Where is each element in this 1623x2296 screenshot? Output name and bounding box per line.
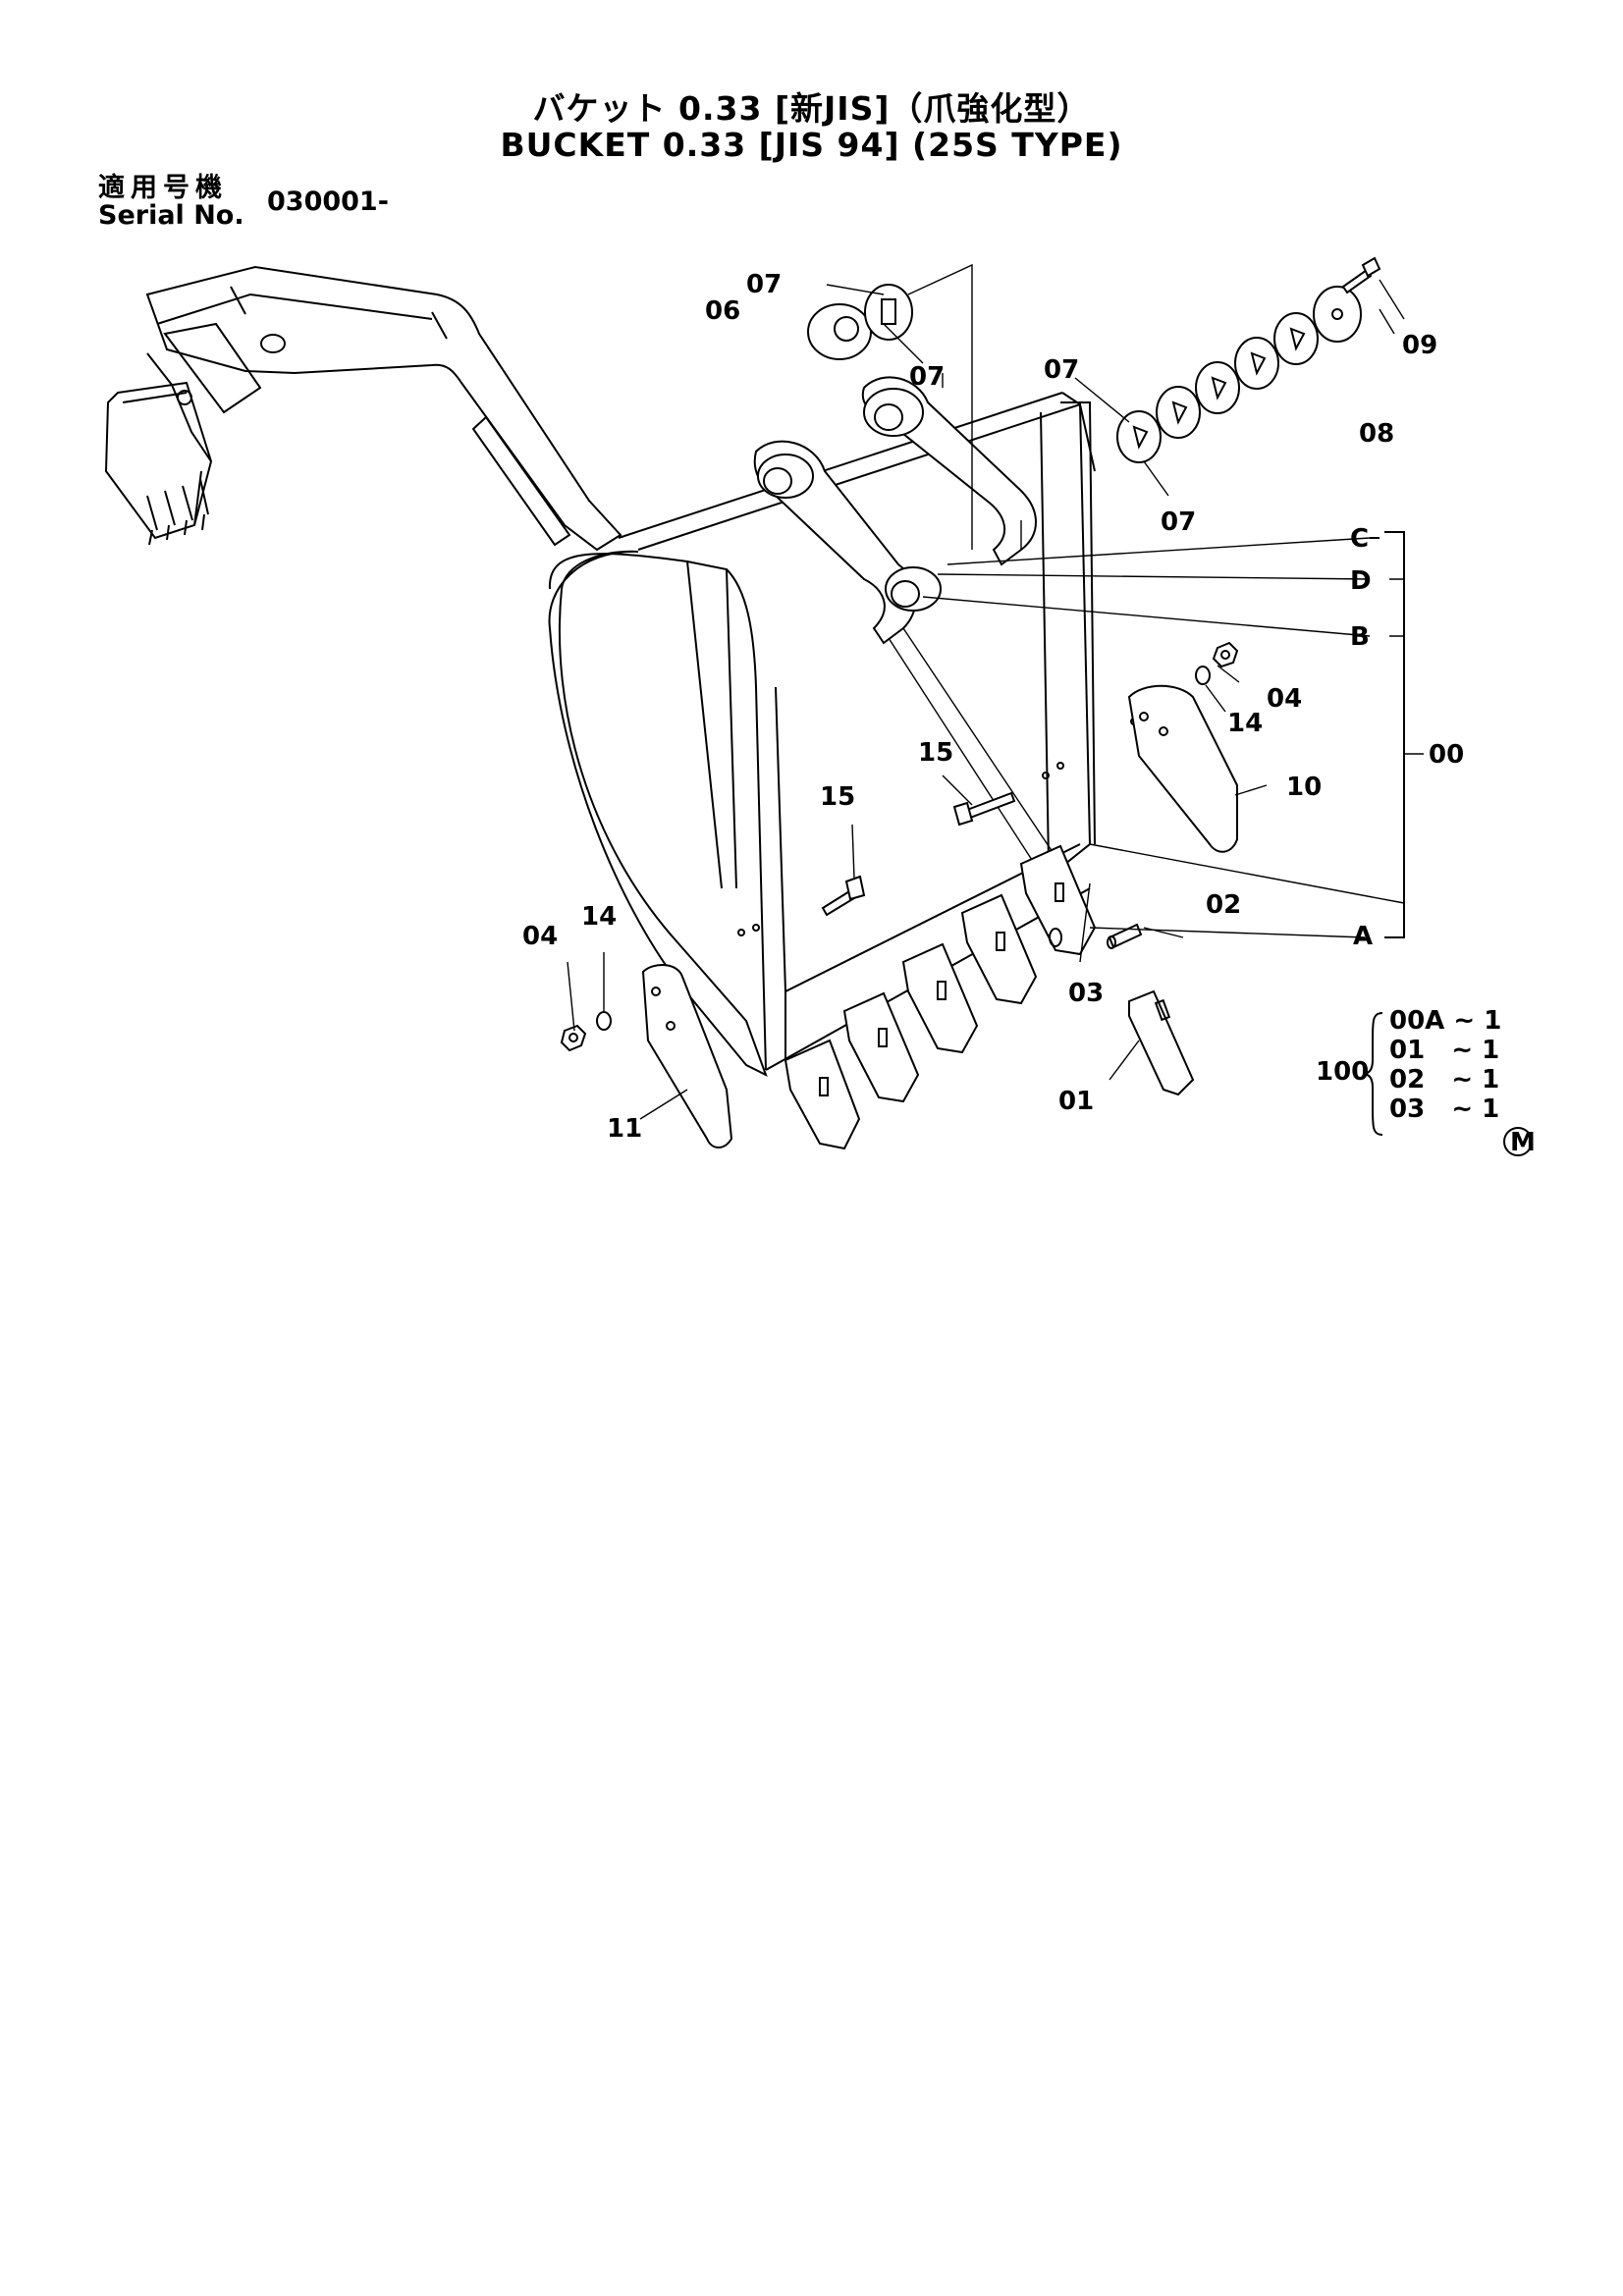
callout-03: 03	[1068, 979, 1104, 1008]
washer-14-left	[596, 1011, 612, 1031]
callout-01: 01	[1058, 1087, 1094, 1116]
callout-07-right: 07	[1044, 355, 1079, 385]
lock-03	[1049, 928, 1062, 947]
serial-label-english: Serial No.	[98, 200, 244, 231]
plate-08	[1313, 286, 1362, 343]
callout-14-right: 14	[1227, 709, 1263, 738]
m-mark-letter: M	[1510, 1128, 1536, 1157]
serial-label-japanese: 適用号機	[98, 173, 228, 203]
callout-ref-a: A	[1353, 922, 1373, 951]
title-japanese: バケット 0.33 [新JIS]（爪強化型）	[532, 89, 1091, 128]
title-english: BUCKET 0.33 [JIS 94] (25S TYPE)	[500, 126, 1123, 164]
bolt-15-right	[952, 791, 1016, 827]
shims-07-stack	[1116, 312, 1319, 463]
nut-04-left	[560, 1024, 587, 1052]
callout-15-right: 15	[918, 738, 953, 768]
excavator-thumbnail	[104, 265, 622, 552]
kit-item: 00A ~ 1	[1389, 1006, 1501, 1036]
callout-labels: 07 06 07 07 07 09 08 C D B 04 14 00 10 1…	[522, 270, 1464, 1144]
callout-07-mid: 07	[909, 362, 945, 392]
callout-00: 00	[1429, 740, 1464, 770]
leader-lines	[567, 263, 1424, 1120]
kit-100-table: 100 00A ~ 1 01 ~ 1 02 ~ 1 03 ~ 1	[1316, 1006, 1501, 1136]
callout-11: 11	[607, 1114, 642, 1144]
callout-09: 09	[1402, 331, 1437, 360]
callout-06: 06	[705, 296, 740, 326]
callout-10: 10	[1286, 773, 1322, 802]
m-mark: M	[1503, 1127, 1536, 1157]
callout-07-low: 07	[1161, 507, 1196, 537]
kit-item: 01 ~ 1	[1389, 1036, 1499, 1065]
callout-ref-b: B	[1350, 622, 1370, 652]
bucket-teeth	[784, 844, 1195, 1150]
kit-item: 02 ~ 1	[1389, 1065, 1499, 1095]
nut-04-right	[1212, 641, 1239, 668]
callout-04-left: 04	[522, 922, 558, 951]
bucket-body	[548, 376, 1138, 1078]
callout-07-top: 07	[746, 270, 782, 299]
side-cutter-left	[641, 964, 733, 1148]
plate-06	[807, 303, 872, 360]
callout-02: 02	[1206, 890, 1241, 920]
bolt-15-left	[821, 875, 866, 917]
washer-14-right	[1195, 666, 1211, 685]
callout-14-left: 14	[581, 902, 617, 932]
side-cutter-right	[1127, 684, 1238, 853]
callout-04-right: 04	[1267, 684, 1302, 714]
callout-08: 08	[1359, 419, 1394, 449]
kit-number: 100	[1316, 1057, 1369, 1087]
kit-item: 03 ~ 1	[1389, 1095, 1499, 1124]
bolt-09	[1341, 256, 1381, 294]
callout-15-left: 15	[820, 782, 855, 812]
serial-number-value: 030001-	[267, 187, 389, 217]
callout-ref-d: D	[1350, 566, 1372, 596]
callout-ref-c: C	[1350, 524, 1369, 554]
shim-07-top	[864, 284, 913, 341]
